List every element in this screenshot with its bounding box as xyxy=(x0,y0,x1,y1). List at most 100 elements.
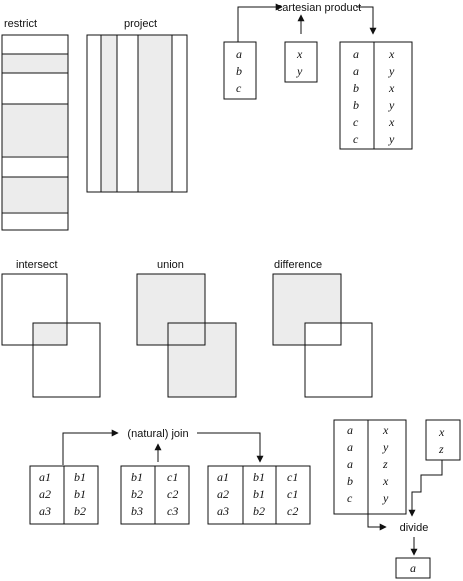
difference-panel: difference xyxy=(272,259,373,398)
divide-result-table xyxy=(395,557,431,579)
restrict-panel: restrict xyxy=(1,18,69,231)
join-left-cell: a2 xyxy=(39,487,51,501)
join-arrow-right xyxy=(197,432,264,463)
difference-label: difference xyxy=(274,259,322,271)
divide-divisor-cell: z xyxy=(438,442,444,456)
intersect-set-a xyxy=(1,273,68,346)
cartesian-right-cell: x xyxy=(296,47,303,61)
union-label: union xyxy=(157,259,184,271)
divide-dividend-cell: a xyxy=(347,440,353,454)
divide-arrow-dividend xyxy=(367,514,387,531)
join-right-cell: b1 xyxy=(131,470,143,484)
project-table-border xyxy=(86,34,188,193)
join-label: (natural) join xyxy=(127,428,188,440)
divide-divisor-table xyxy=(425,419,461,461)
cartesian-arrow-left xyxy=(237,3,283,42)
cartesian-left-cell: c xyxy=(236,81,242,95)
divide-result-cell: a xyxy=(410,561,416,575)
cartesian-arrow-right xyxy=(356,6,377,35)
cartesian-result-cell: c xyxy=(353,132,359,146)
join-result-cell: c1 xyxy=(287,487,298,501)
join-left-cell: b2 xyxy=(74,504,86,518)
join-result-values: a1 b1 c1 a2 b1 c1 a3 b2 c2 xyxy=(217,470,298,518)
restrict-selected-row xyxy=(2,54,68,73)
project-selected-column xyxy=(138,35,172,192)
cartesian-result-cell: y xyxy=(388,132,395,146)
union-panel: union xyxy=(136,259,237,398)
divide-dividend-cell: a xyxy=(347,457,353,471)
join-left-cell: a1 xyxy=(39,470,51,484)
cartesian-result-cell: y xyxy=(388,64,395,78)
project-panel: project xyxy=(86,18,188,193)
cartesian-result-cell: x xyxy=(388,115,395,129)
intersect-overlap-region xyxy=(33,323,67,345)
divide-dividend-table xyxy=(333,419,407,515)
join-right-cell: c2 xyxy=(167,487,178,501)
difference-set-b xyxy=(304,322,373,398)
join-left-cell: a3 xyxy=(39,504,51,518)
restrict-label: restrict xyxy=(4,18,37,30)
join-right-cell: c3 xyxy=(167,504,178,518)
project-selected-column xyxy=(101,35,117,192)
divide-dividend-cell: a xyxy=(347,423,353,437)
intersect-set-b xyxy=(32,322,101,398)
divide-result-values: a xyxy=(410,561,416,575)
cartesian-result-cell: x xyxy=(388,81,395,95)
divide-dividend-values: a x a y a z b x c y xyxy=(347,423,389,505)
restrict-table-border xyxy=(1,34,69,231)
join-result-cell: a1 xyxy=(217,470,229,484)
cartesian-result-cell: b xyxy=(353,81,359,95)
divide-dividend-cell: c xyxy=(347,491,353,505)
join-right-cell: c1 xyxy=(167,470,178,484)
cartesian-left-table xyxy=(223,41,257,100)
divide-arrow-divisor xyxy=(408,460,443,517)
cartesian-left-cell: b xyxy=(236,64,242,78)
join-left-cell: b1 xyxy=(74,487,86,501)
join-right-cell: b3 xyxy=(131,504,143,518)
restrict-selected-row xyxy=(2,177,68,212)
union-set-b xyxy=(167,322,237,398)
cartesian-result-cell: c xyxy=(353,115,359,129)
join-result-table xyxy=(207,465,311,525)
divide-dividend-cell: x xyxy=(382,423,389,437)
join-right-cell: b2 xyxy=(131,487,143,501)
cartesian-result-table xyxy=(339,41,413,150)
join-result-cell: c1 xyxy=(287,470,298,484)
join-result-cell: b1 xyxy=(253,487,265,501)
cartesian-right-table xyxy=(284,41,318,83)
cartesian-result-cell: a xyxy=(353,64,359,78)
join-panel: (natural) join a1 b1 a2 b1 a3 b2 b1 c1 b2 c2 b3 c3… xyxy=(29,428,311,525)
project-label: project xyxy=(124,18,157,30)
union-set-a xyxy=(136,273,206,346)
cartesian-left-cell: a xyxy=(236,47,242,61)
join-result-cell: b1 xyxy=(253,470,265,484)
difference-region xyxy=(273,274,341,345)
cartesian-right-cell: y xyxy=(296,64,303,78)
cartesian-left-values: abc xyxy=(236,47,242,95)
union-region-b xyxy=(168,323,236,397)
intersect-panel: intersect xyxy=(1,259,101,398)
join-result-cell: b2 xyxy=(253,504,265,518)
join-right-values: b1 c1 b2 c2 b3 c3 xyxy=(131,470,178,518)
restrict-selected-row xyxy=(2,104,68,156)
cartesian-right-values: xy xyxy=(296,47,303,78)
cartesian-result-cell: y xyxy=(388,98,395,112)
divide-divisor-cell: x xyxy=(438,425,445,439)
divide-dividend-cell: x xyxy=(382,474,389,488)
cartesian-product-label: cartesian product xyxy=(277,2,361,14)
join-result-cell: a2 xyxy=(217,487,229,501)
cartesian-result-cell: a xyxy=(353,47,359,61)
divide-dividend-cell: y xyxy=(382,440,389,454)
divide-label: divide xyxy=(400,522,429,534)
divide-dividend-cell: z xyxy=(382,457,388,471)
join-result-cell: a3 xyxy=(217,504,229,518)
divide-dividend-cell: y xyxy=(382,491,389,505)
cartesian-result-cell: x xyxy=(388,47,395,61)
divide-dividend-cell: b xyxy=(347,474,353,488)
join-result-cell: c2 xyxy=(287,504,298,518)
